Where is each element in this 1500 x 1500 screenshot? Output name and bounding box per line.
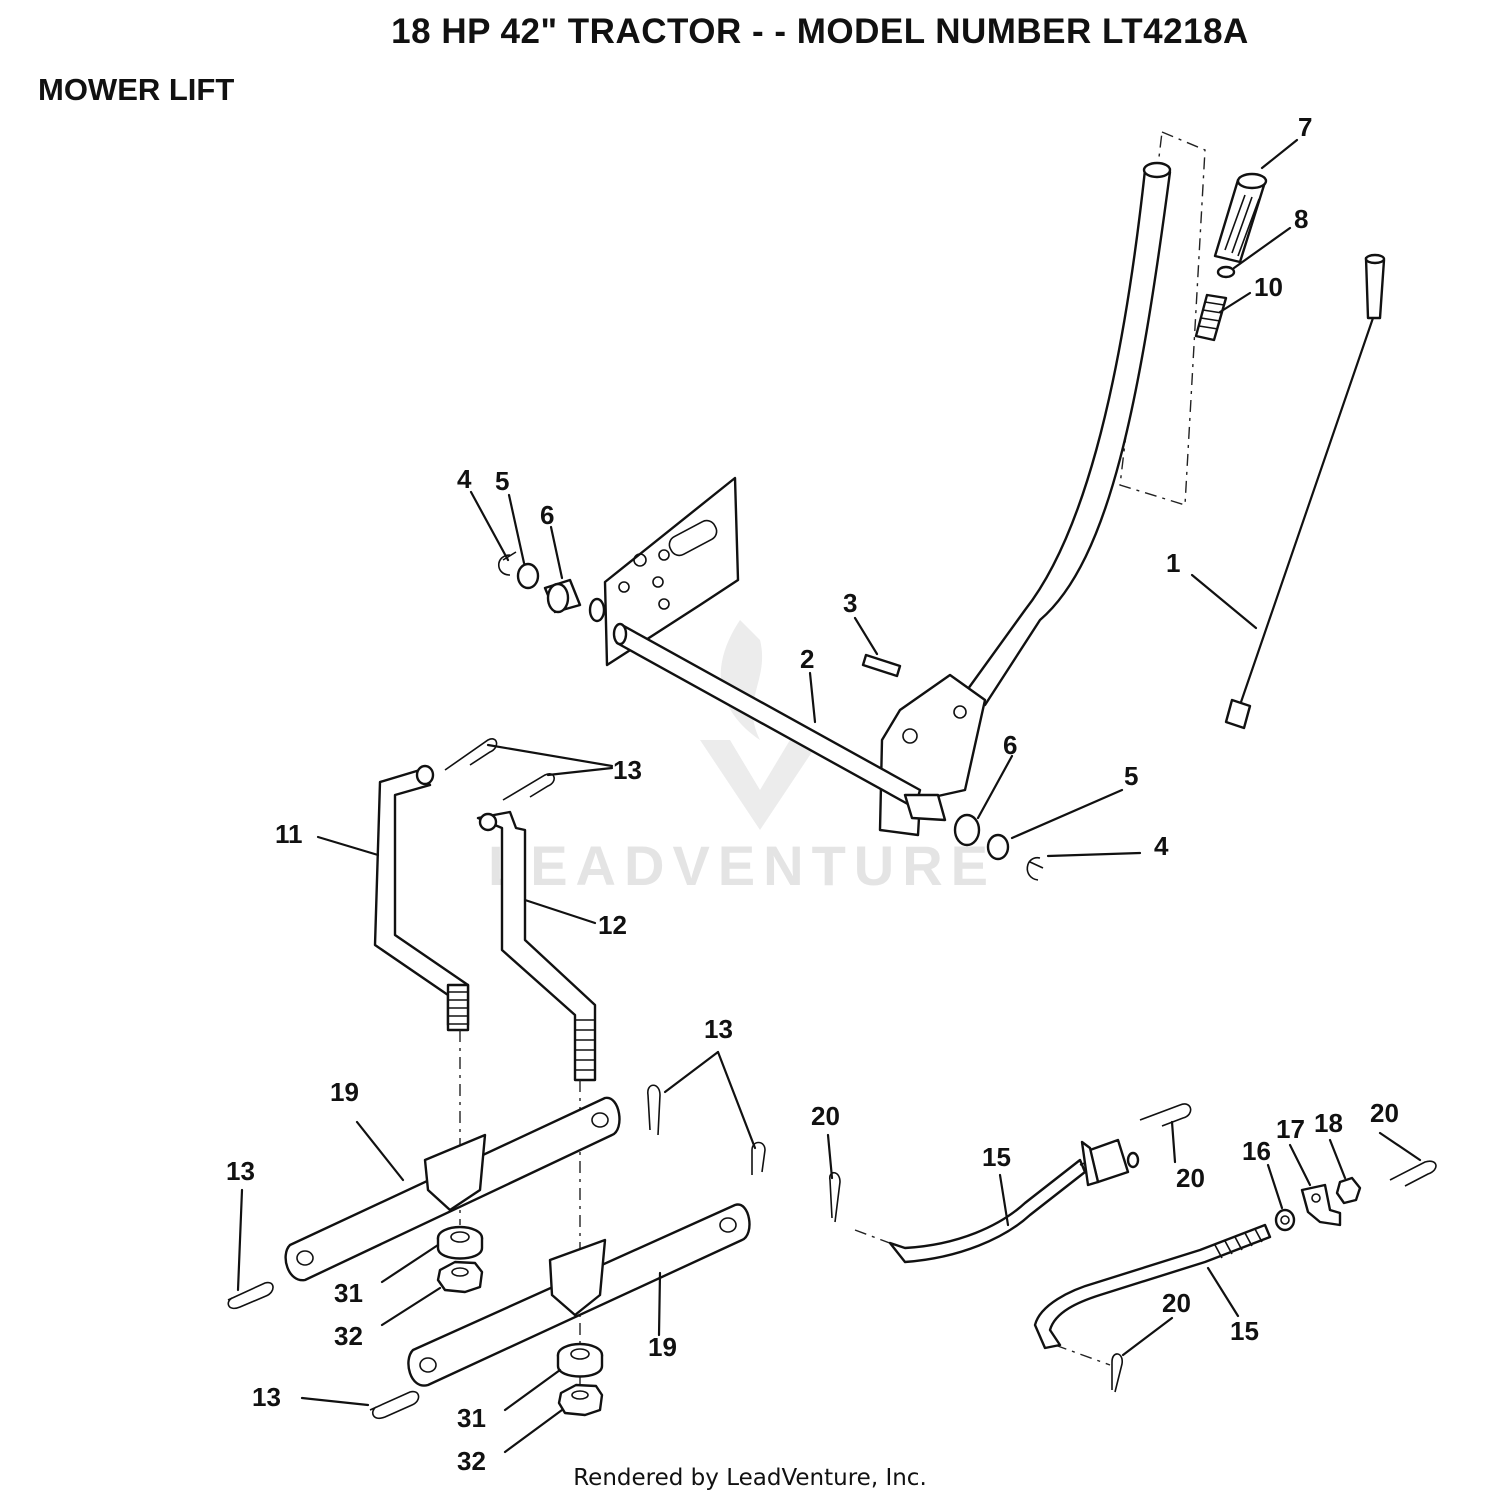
callout-2: 2 <box>800 644 814 674</box>
callout-6-right: 6 <box>1003 730 1017 760</box>
callout-15-upper: 15 <box>982 1142 1011 1172</box>
callout-5-left: 5 <box>495 466 509 496</box>
lift-arm-upper <box>284 1096 621 1282</box>
right-shaft-hardware <box>903 793 1044 881</box>
callout-13-bottom: 13 <box>252 1382 281 1412</box>
hairpin-clip-lower-end <box>369 1390 420 1419</box>
callout-20-upper: 20 <box>1176 1163 1205 1193</box>
clip-20-bottom <box>1111 1353 1123 1393</box>
callout-7: 7 <box>1298 112 1312 142</box>
callout-18: 18 <box>1314 1108 1343 1138</box>
callout-11: 11 <box>275 819 303 849</box>
callout-5-right: 5 <box>1124 761 1138 791</box>
callout-16: 16 <box>1242 1136 1271 1166</box>
callout-19-lower: 19 <box>648 1332 677 1362</box>
lift-arm-lower <box>407 1203 751 1387</box>
adjuster-rod-upper <box>888 1138 1140 1264</box>
callout-20-left: 20 <box>811 1101 840 1131</box>
callout-6-left: 6 <box>540 500 554 530</box>
nut-upper <box>436 1260 484 1294</box>
section-title: MOWER LIFT <box>38 72 235 107</box>
handle-phantom-outline <box>1119 130 1206 506</box>
callout-13-middle: 13 <box>704 1014 733 1044</box>
key <box>861 653 902 678</box>
callout-13-top: 13 <box>613 755 642 785</box>
callout-10: 10 <box>1254 272 1283 302</box>
hairpin-clip-top-2 <box>502 773 555 801</box>
adjuster-rod-lower <box>1033 1223 1272 1350</box>
callout-labels: 7 8 10 1 4 5 6 3 2 6 5 4 13 11 12 13 19 … <box>226 112 1399 1476</box>
callout-3: 3 <box>843 588 857 618</box>
spacer-upper <box>436 1225 484 1260</box>
callout-20-right: 20 <box>1370 1098 1399 1128</box>
centerline-rod-2 <box>1054 1344 1111 1366</box>
hairpin-clip-left-end <box>227 1281 274 1310</box>
callout-1: 1 <box>1166 548 1180 578</box>
grip <box>1213 172 1268 264</box>
callout-19-upper: 19 <box>330 1077 359 1107</box>
hairpin-clip-upper-arm-1 <box>647 1084 661 1136</box>
clip-20-right <box>1389 1160 1437 1187</box>
spring <box>1194 293 1228 342</box>
page-title: 18 HP 42" TRACTOR - - MODEL NUMBER LT421… <box>391 12 1249 51</box>
callout-20-bottom: 20 <box>1162 1288 1191 1318</box>
callout-17: 17 <box>1276 1114 1305 1144</box>
callout-8: 8 <box>1294 204 1308 234</box>
trunnion-17 <box>1300 1183 1342 1227</box>
callout-13-left: 13 <box>226 1156 255 1186</box>
callout-32-upper: 32 <box>334 1321 363 1351</box>
mounting-bracket <box>603 476 740 667</box>
callout-12: 12 <box>598 910 627 940</box>
hairpin-clip-top-1 <box>444 738 498 771</box>
centerline-rod <box>854 1229 896 1246</box>
lift-lever <box>878 161 1172 837</box>
spacer-lower <box>556 1342 604 1378</box>
clip-20-upper <box>1139 1103 1192 1127</box>
washer <box>1216 265 1236 279</box>
nut-lower <box>557 1383 604 1417</box>
callout-31-upper: 31 <box>334 1278 363 1308</box>
leader-lines <box>236 138 1422 1454</box>
height-rod <box>1224 253 1386 730</box>
lift-link-left <box>373 764 470 1032</box>
footer-credit: Rendered by LeadVenture, Inc. <box>573 1465 927 1491</box>
hairpin-clip-upper-arm-2 <box>751 1141 766 1175</box>
callout-4-left: 4 <box>457 464 472 494</box>
callout-4-right: 4 <box>1154 831 1169 861</box>
washer-16 <box>1274 1208 1296 1232</box>
callout-15-lower: 15 <box>1230 1316 1259 1346</box>
callout-32-lower: 32 <box>457 1446 486 1476</box>
callout-31-lower: 31 <box>457 1403 486 1433</box>
watermark: LEADVENTURE <box>488 620 996 897</box>
lift-link-right <box>476 810 597 1082</box>
clip-20-left <box>829 1171 841 1223</box>
left-shaft-hardware <box>497 551 606 623</box>
locknut-18 <box>1335 1176 1362 1205</box>
watermark-text: LEADVENTURE <box>488 834 996 897</box>
